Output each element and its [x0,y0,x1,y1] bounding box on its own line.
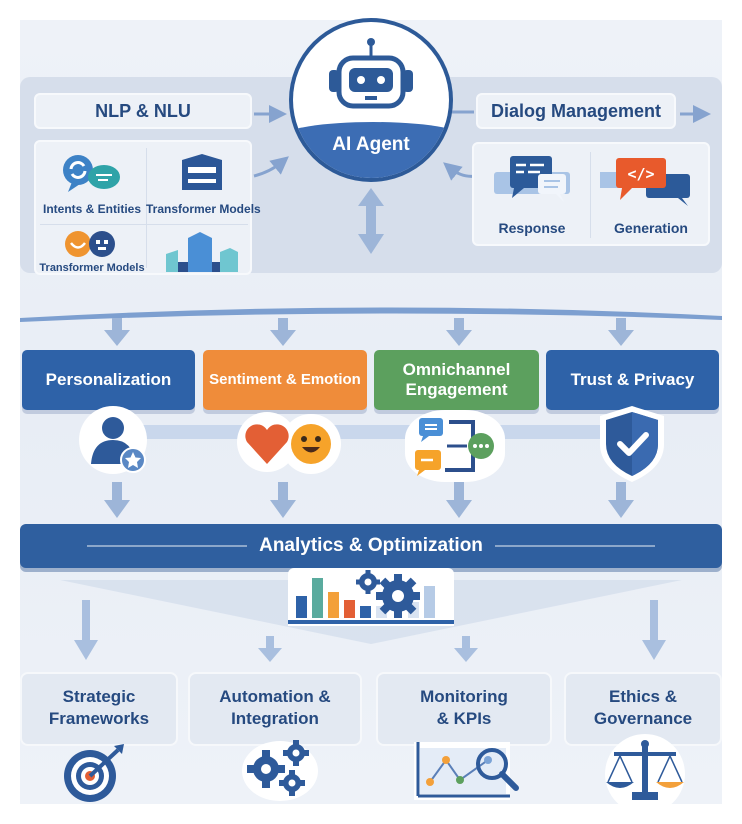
ai-agent-node[interactable]: AI Agent [289,18,453,182]
outcome-automation-integration[interactable]: Automation & Integration [188,672,362,746]
nlp-nlu-title: NLP & NLU [95,100,191,121]
transformer-models-label: Transformer Models [146,202,261,216]
code-bubble-icon: </> [600,158,690,206]
user-star-icon [79,406,147,474]
nlp-nlu-header: NLP & NLU [34,93,252,129]
pillar-label: Trust & Privacy [570,370,695,390]
response-label: Response [498,220,566,236]
server-stack-icon [182,154,222,190]
pillar-label: Sentiment & Emotion [209,371,361,389]
kpi-magnifier-icon [414,742,519,800]
outcome-strategic-frameworks[interactable]: Strategic Frameworks [20,672,178,746]
pillar-personalization[interactable]: Personalization [22,350,195,410]
arrow-curve-left [253,156,289,178]
message-bubbles-icon [494,156,570,202]
intents-entities-label: Intents & Entities [42,202,141,216]
pillar-trust-privacy[interactable]: Trust & Privacy [546,350,719,410]
channels-icon [405,410,505,482]
analytics-optimization-bar[interactable]: Analytics & Optimization [20,524,722,568]
pillar-label: Omnichannel Engagement [402,360,511,399]
ai-agent-label: AI Agent [332,134,410,155]
dialog-management-title: Dialog Management [490,100,662,121]
outcome-arrows [74,600,666,662]
transformer-models-label-2: Transformer Models [39,262,145,274]
double-arrow [358,188,384,254]
chat-bubbles-icon [63,155,120,192]
pillar-arrows-top [104,318,634,346]
pillar-arrows-bottom [104,482,634,518]
dialog-management-panel: Response </> Generation [472,142,710,246]
gears-icon [242,740,318,801]
distribution-bar [20,307,722,322]
outcome-label: Ethics & Governance [593,687,693,729]
divider [87,545,248,547]
outcome-label: Automation & Integration [219,687,331,729]
scales-icon [605,734,685,804]
pillar-link-bar [140,425,620,439]
cubes-chart-icon [166,232,238,272]
robot-icon [329,38,413,109]
analytics-label: Analytics & Optimization [259,535,483,556]
outcome-label: Monitoring & KPIs [420,687,508,729]
divider [494,545,655,547]
pillar-label: Personalization [45,370,172,390]
bar-chart-gears-icon [288,568,454,626]
target-icon [64,744,124,802]
outcome-monitoring-kpis[interactable]: Monitoring & KPIs [376,672,552,746]
outcome-label: Strategic Frameworks [48,687,150,729]
heart-smiley-icon [237,412,343,476]
shield-check-icon [592,404,672,484]
pillar-sentiment-emotion[interactable]: Sentiment & Emotion [203,350,367,410]
nlp-nlu-panel: Intents & Entities Transformer Models Tr… [34,140,261,275]
svg-text:</>: </> [627,165,654,183]
outcome-ethics-governance[interactable]: Ethics & Governance [564,672,722,746]
emoji-faces-icon [65,231,115,257]
generation-label: Generation [614,220,688,236]
dialog-management-header: Dialog Management [476,93,676,129]
pillar-omnichannel[interactable]: Omnichannel Engagement [374,350,539,410]
